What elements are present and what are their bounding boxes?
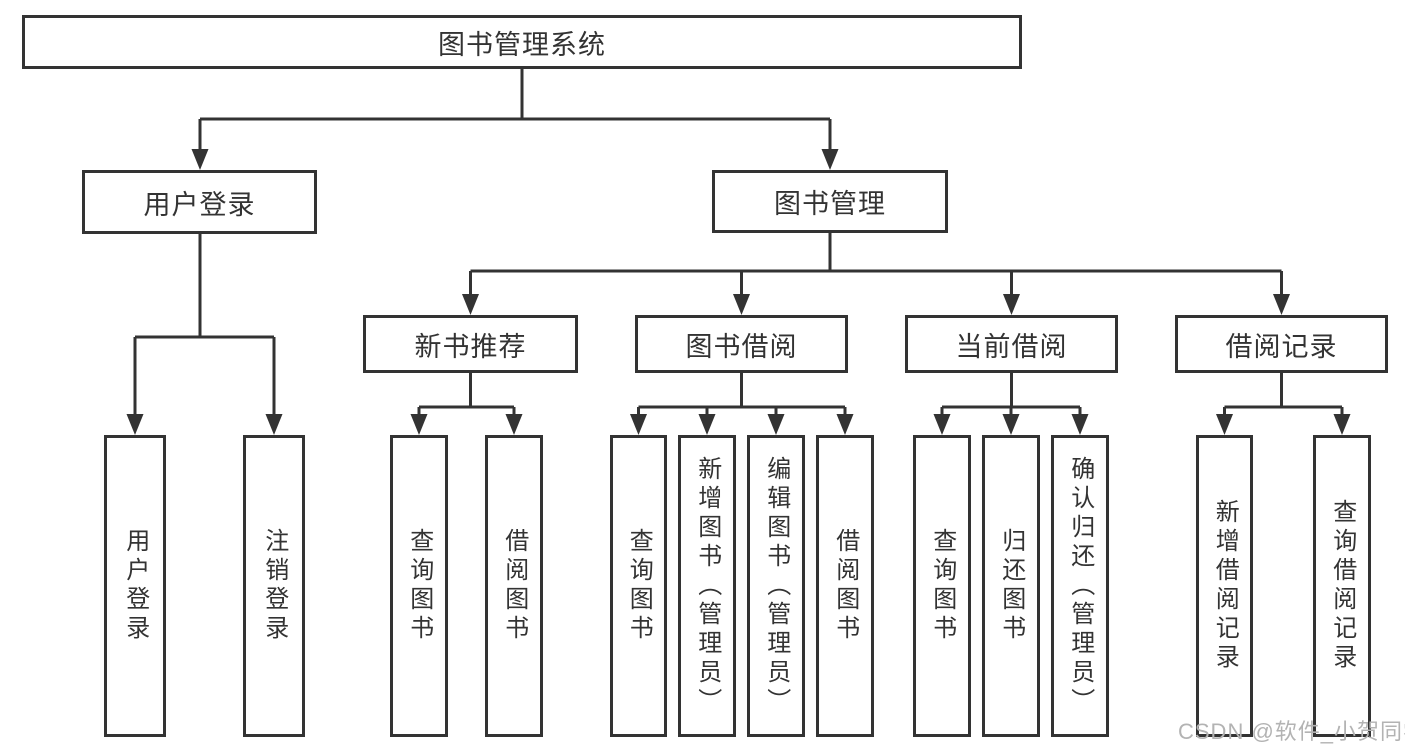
node-new-book-recommend-label: 新书推荐 (414, 331, 527, 362)
leaf-return-books: 归还图书 (982, 435, 1040, 737)
node-current-borrowing-label: 当前借阅 (955, 331, 1068, 362)
leaf-logout: 注销登录 (243, 435, 305, 737)
node-book-management-label: 图书管理 (774, 189, 886, 219)
node-user-login: 用户登录 (82, 170, 317, 234)
leaf-newbook-query-books-label: 查询图书 (405, 528, 433, 644)
leaf-user-login: 用户登录 (104, 435, 166, 737)
leaf-newbook-query-books: 查询图书 (390, 435, 448, 737)
leaf-current-query-books: 查询图书 (913, 435, 971, 737)
csdn-watermark: CSDN @软件_小贺同学 (1178, 719, 1405, 744)
leaf-edit-books-admin-label: 编辑图书（管理员） (762, 455, 790, 717)
node-book-borrowing: 图书借阅 (635, 315, 848, 373)
leaf-borrowing-query-books-label: 查询图书 (625, 528, 653, 644)
node-book-management: 图书管理 (712, 170, 948, 233)
leaf-newbook-borrow-books: 借阅图书 (485, 435, 543, 737)
node-user-login-label: 用户登录 (143, 189, 256, 220)
leaf-edit-books-admin: 编辑图书（管理员） (747, 435, 805, 737)
leaf-confirm-return-admin-label: 确认归还（管理员） (1066, 455, 1094, 717)
leaf-borrowing-query-books: 查询图书 (610, 435, 667, 737)
leaf-user-login-label: 用户登录 (121, 528, 149, 644)
leaf-confirm-return-admin: 确认归还（管理员） (1051, 435, 1109, 737)
node-book-borrowing-label: 图书借阅 (685, 331, 798, 362)
leaf-current-query-books-label: 查询图书 (928, 528, 956, 644)
leaf-add-books-admin-label: 新增图书（管理员） (693, 455, 721, 717)
leaf-query-borrow-record: 查询借阅记录 (1313, 435, 1371, 737)
leaf-query-borrow-record-label: 查询借阅记录 (1328, 499, 1356, 673)
leaf-add-borrow-record: 新增借阅记录 (1196, 435, 1253, 737)
leaf-logout-label: 注销登录 (260, 528, 288, 644)
node-new-book-recommend: 新书推荐 (363, 315, 578, 373)
node-root: 图书管理系统 (22, 15, 1022, 69)
node-borrowing-records-label: 借阅记录 (1225, 331, 1338, 362)
node-borrowing-records: 借阅记录 (1175, 315, 1388, 373)
leaf-add-borrow-record-label: 新增借阅记录 (1211, 499, 1239, 673)
connector-lines (133, 69, 1344, 416)
node-root-label: 图书管理系统 (438, 29, 606, 60)
arrowhead-icons (126, 149, 1351, 435)
node-current-borrowing: 当前借阅 (905, 315, 1118, 373)
leaf-add-books-admin: 新增图书（管理员） (678, 435, 736, 737)
leaf-borrowing-borrow-books-label: 借阅图书 (831, 528, 859, 644)
leaf-borrowing-borrow-books: 借阅图书 (816, 435, 874, 737)
leaf-newbook-borrow-books-label: 借阅图书 (500, 528, 528, 644)
leaf-return-books-label: 归还图书 (997, 528, 1025, 644)
